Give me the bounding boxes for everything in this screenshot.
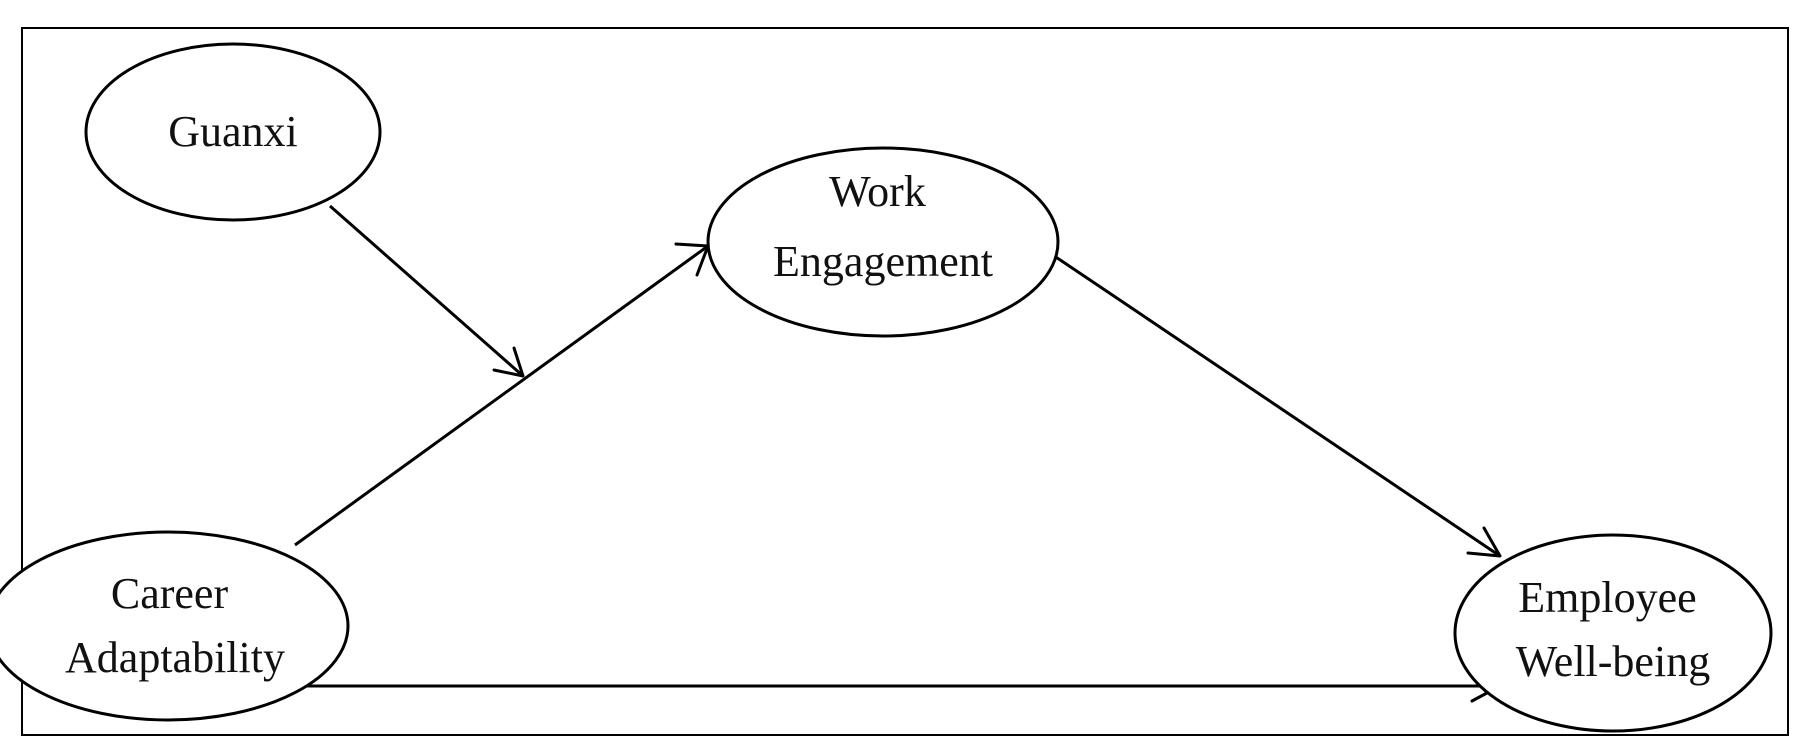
node-career-adaptability-label: Career Adaptability <box>65 569 285 682</box>
edge-guanxi-moderation <box>329 204 524 378</box>
node-career-adaptability-line-1: Career <box>111 569 229 618</box>
edge-career-to-engagement <box>294 244 709 547</box>
node-career-adaptability-ellipse <box>0 530 350 722</box>
node-work-engagement-ellipse <box>706 146 1060 338</box>
node-employee-wellbeing-ellipse <box>1453 533 1773 733</box>
node-employee-wellbeing-line-1: Employee <box>1518 573 1696 622</box>
node-guanxi-line-1: Guanxi <box>168 107 298 156</box>
arrowhead-guanxi-moderation <box>492 346 525 378</box>
node-work-engagement-line-1: Work <box>829 167 926 216</box>
node-career-adaptability: Career Adaptability <box>0 530 350 722</box>
node-employee-wellbeing-label: Employee Well-being <box>1516 573 1710 686</box>
node-work-engagement-line-2: Engagement <box>773 237 993 286</box>
node-employee-wellbeing-line-2: Well-being <box>1516 637 1710 686</box>
node-career-adaptability-line-2: Adaptability <box>65 633 285 682</box>
node-employee-wellbeing: Employee Well-being <box>1453 533 1773 733</box>
node-guanxi: Guanxi <box>84 42 382 222</box>
edge-engagement-to-wellbeing <box>1034 241 1501 558</box>
node-work-engagement-label: Work Engagement <box>773 167 993 286</box>
arrowhead-engagement-to-wellbeing <box>1466 526 1502 558</box>
node-work-engagement: Work Engagement <box>706 146 1060 338</box>
node-guanxi-ellipse <box>84 42 382 222</box>
diagram-frame <box>21 27 1789 736</box>
node-guanxi-label: Guanxi <box>168 107 298 156</box>
